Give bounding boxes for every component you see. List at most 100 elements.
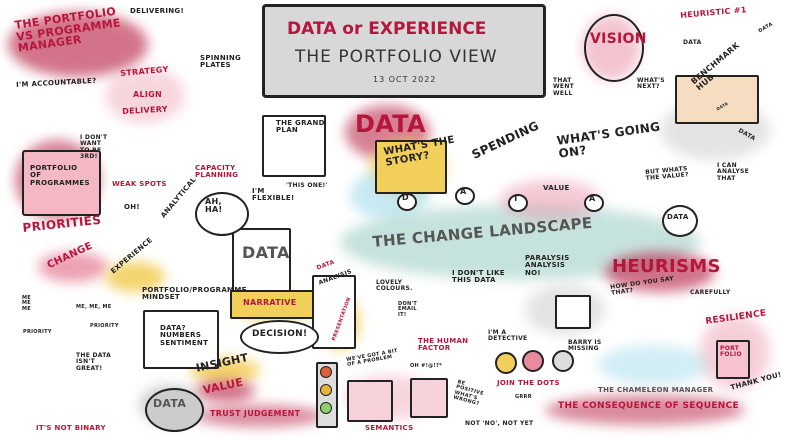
label-dont-want-3rd: I DON'T WANT TO BE 3rd! [80,134,108,160]
label-delivering: DELIVERING! [130,7,184,15]
semantics-face-1 [347,380,393,422]
stone-a2-shape [584,194,604,212]
label-stone-a2: A [589,194,596,203]
label-shield: PORT FOLIO [720,345,742,359]
data-ball-shape [662,205,698,237]
label-data-tab: DATA [315,258,336,272]
consequence-blob [545,395,745,425]
label-stone-t: T [513,194,519,203]
stone-d-shape [397,193,417,211]
title-banner: DATA or EXPERIENCE THE PORTFOLIO VIEW 13… [262,4,546,98]
label-me-me-me-2: ME, ME, ME [76,304,112,310]
label-heurisms: HEURISMS [612,256,721,277]
trust-blob [195,405,325,427]
benchmark-box [675,75,759,124]
label-narrative: NARRATIVE [243,298,297,307]
label-whats-the-value: BUT WHATS THE VALUE? [644,165,690,183]
dot-pink [522,350,544,372]
label-grrr: GRRR [515,394,532,400]
label-data-isnt-great: THE DATA ISN'T GREAT! [76,352,112,372]
dot-gray [552,350,574,372]
balloon [584,14,644,82]
label-weak-spots: WEAK SPOTS [112,180,167,188]
label-stone-d: D [402,193,409,202]
label-oh: OH! [124,203,140,211]
align-blob [105,68,185,123]
experience-blob [105,262,165,292]
amber-lamp [320,384,332,396]
change-blob [38,252,108,282]
label-not-binary: IT'S NOT BINARY [36,424,106,432]
label-data-ball: DATA [667,213,689,221]
label-grand-plan: THE GRAND PLAN [276,119,325,135]
label-carefully: CAREFULLY [690,289,731,296]
stone-a1-shape [455,187,475,205]
chameleon-blob [598,345,708,385]
label-dont-like-data: I DON'T LIKE THIS DATA [452,269,505,285]
report-stack [312,275,356,349]
label-chameleon: THE CHAMELEON MANAGER [598,386,714,394]
data-sack-shape [145,388,204,432]
shield [716,340,750,379]
semantics-face-2 [410,378,448,418]
title-line1: DATA or EXPERIENCE [287,19,487,39]
label-semantics: SEMANTICS [365,424,414,432]
label-oh-expletive: OH #!@!?* [410,363,443,369]
title-line2: THE PORTFOLIO VIEW [295,47,498,67]
label-join-dots: JOIN THE DOTS [497,379,560,387]
label-can-analyse: I CAN ANALYSE THAT [717,162,750,182]
label-spending: SPENDING [469,118,542,162]
label-trust-judgement: TRUST JUDGEMENT [210,409,301,418]
portfolio-blob [8,12,148,77]
label-portfolio-of-programmes: PORTFOLIO of PROGRAMMES [30,164,90,187]
label-not-no: NOT 'NO', NOT YET [465,420,534,427]
label-data-big: DATA [355,110,426,138]
red-lamp [320,366,332,378]
label-whats-next: WHAT'S NEXT? [637,77,665,91]
grand-plan-board [262,115,326,177]
label-capacity-planning: CAPACITY PLANNING [195,164,239,180]
label-me-me-me-1: ME ME ME [22,295,31,312]
label-detective: I'M A DETECTIVE [488,329,528,343]
label-whats-going-on: WHAT'S GOING ON? [555,119,662,161]
label-flexible: I'M FLEXIBLE! [252,187,295,203]
label-monitor-data: DATA [242,243,290,262]
label-data-arrow-1: DATA [683,39,702,46]
decision-cloud [240,320,319,354]
label-decision: DECISION! [252,329,308,339]
briefcase [22,150,101,216]
heurisms-blob [605,252,715,292]
label-heuristic-1: HEURISTIC #1 [679,5,747,20]
label-consequence: THE CONSEQUENCE OF SEQUENCE [558,401,739,411]
label-paralysis: PARALYSIS ANALYSIS NO! [525,254,570,277]
ah-ha-cloud [195,192,249,236]
label-data-sack: DATA [153,397,187,410]
label-priority-2: PRIORITY [90,323,119,329]
label-dont-email: DON'T EMAIL IT! [398,301,418,318]
label-align: ALIGN [133,90,163,99]
label-data-arrow-2: DATA [757,21,775,35]
label-accountable: I'M ACCOUNTABLE? [15,76,97,89]
green-lamp [320,402,332,414]
label-priorities: PRIORITIES [21,212,102,235]
valuearrow-blob [195,380,255,402]
label-vision: VISION [590,31,647,47]
label-human-factor: THE HUMAN FACTOR [418,337,469,353]
title-date: 13 OCT 2022 [373,75,437,84]
envelope [143,310,219,369]
stone-t-shape [508,194,528,212]
label-value-mountain: VALUE [543,184,570,192]
label-lovely-colours: LOVELY COLOURS. [376,279,413,293]
label-priority-1: PRIORITY [23,329,52,335]
label-envelope: DATA? NUMBERS SENTIMENT [160,324,209,347]
label-ah-ha: AH, HA! [205,197,223,215]
label-stone-a1: A [460,187,467,196]
label-spinning-plates: SPINNING PLATES [200,54,242,70]
dot-yellow [495,352,517,374]
label-be-positive: BE POSITIVE WHAT'S WRONG? [452,379,485,407]
label-barry-missing: BARRY IS MISSING [568,339,602,353]
label-went-well: THAT WENT WELL [553,77,575,97]
label-this-one: 'THIS ONE!' [286,182,328,189]
computer-screen [555,295,591,329]
